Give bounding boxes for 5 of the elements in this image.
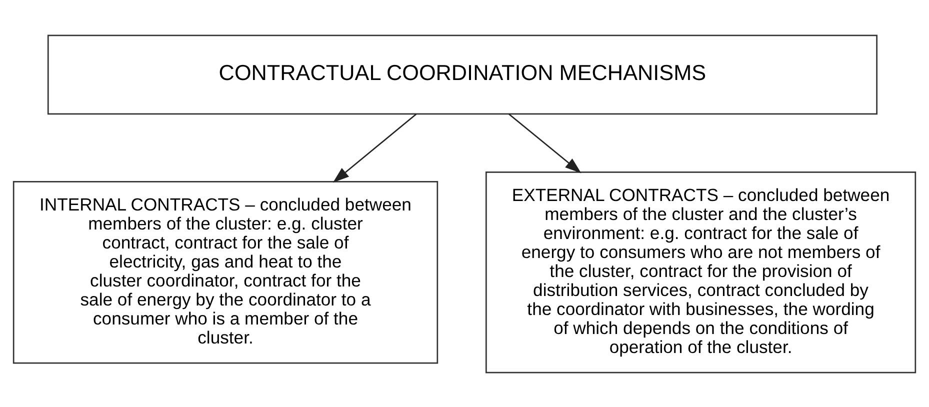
arrow bbox=[508, 113, 582, 173]
arrow bbox=[332, 113, 417, 182]
node-box: CONTRACTUAL COORDINATION MECHANISMS bbox=[47, 34, 878, 114]
node-box: EXTERNAL CONTRACTS – concluded between members of the cluster and the cluster’s environment: e.g. contract for the sale of energy to consumers who are not members of the cluster, contract for the provision of distribution services, contract concluded by the coordinator with businesses, the wording of which depends on the conditions of operation of the cluster. bbox=[485, 171, 916, 373]
node-box: INTERNAL CONTRACTS – concluded between members of the cluster: e.g. cluster contract, contract for the sale of electricity, gas and heat to the cluster coordinator, contract for the sale of energy by the coordinator to a consumer who is a member of the cluster. bbox=[12, 180, 438, 364]
